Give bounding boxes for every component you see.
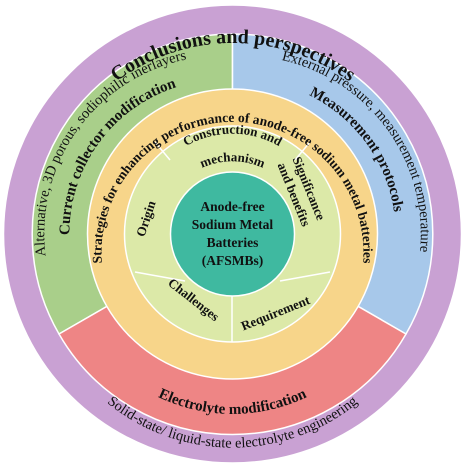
center-line2: Sodium Metal (192, 217, 274, 232)
inner-ring-dividers (134, 141, 331, 342)
center-text: Anode-free Sodium Metal Batteries (AFSMB… (192, 199, 274, 268)
center-line1: Anode-free (200, 199, 264, 214)
center-line4: (AFSMBs) (202, 253, 264, 268)
center-line3: Batteries (207, 235, 259, 250)
center-circle (169, 171, 296, 297)
